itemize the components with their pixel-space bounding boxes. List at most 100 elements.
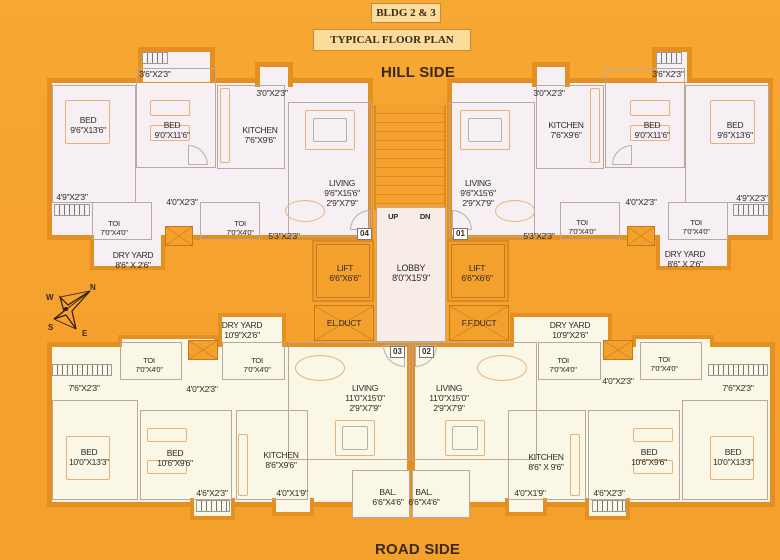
unit03-bed-2 xyxy=(140,410,232,500)
plan-title-box: TYPICAL FLOOR PLAN xyxy=(313,29,471,51)
unit01-balcony-side-rail xyxy=(733,204,769,216)
unit04-toi2-size: 7'0"X4'0" xyxy=(226,228,254,237)
unit01-dining-size: 2'9"X7'9" xyxy=(462,198,494,208)
unit04-living-name: LIVING xyxy=(328,178,356,188)
unit04-dining-size: 2'9"X7'9" xyxy=(326,198,358,208)
unit03-bed2-name: BED xyxy=(166,448,184,458)
unit03-shaft xyxy=(188,340,218,360)
unit02-toi1-name: TOI xyxy=(557,356,569,365)
lobby-size: 8'0"X15'9" xyxy=(392,273,430,283)
unit04-number: 04 xyxy=(357,228,372,240)
lift-left xyxy=(312,240,374,302)
unit03-dining-size: 2'9"X7'9" xyxy=(349,403,381,413)
unit01-number: 01 xyxy=(453,228,468,240)
stairs-up-label: UP xyxy=(388,212,398,221)
unit02-balcony-bottom-rail xyxy=(592,500,626,512)
unit03-living-size: 11'0"X15'0" xyxy=(345,393,385,403)
unit02-bed-master-name: BED xyxy=(724,447,742,457)
unit03-kitchen-util-size: 4'0"X1'9" xyxy=(276,488,308,498)
unit01-kitchen-size: 7'6"X9'6" xyxy=(550,130,582,140)
unit02-dry-yard-size: 10'9"X2'6" xyxy=(552,330,588,340)
unit03-living-name: LIVING xyxy=(351,383,379,393)
unit01-toi-1 xyxy=(560,202,620,240)
compass-w: W xyxy=(46,293,54,302)
unit01-living-util-size: 5'3"X2'3" xyxy=(523,231,555,241)
unit02-dry-yard-name: DRY YARD xyxy=(549,320,591,330)
unit02-kitchen-name: KITCHEN xyxy=(528,452,564,462)
unit04-bed-master-name: BED xyxy=(79,115,97,125)
unit03-balcony-bottom-rail xyxy=(196,500,230,512)
unit01-bed-master-size: 9'6"X13'6" xyxy=(717,130,753,140)
ff-duct-label: F.F.DUCT xyxy=(461,318,497,328)
unit03-bed-master-size: 10'0"X13'3" xyxy=(68,457,110,467)
unit04-kitchen-name: KITCHEN xyxy=(242,125,278,135)
unit04-dry-yard-name: DRY YARD xyxy=(112,250,154,260)
lift-right-name: LIFT xyxy=(468,263,486,273)
unit01-toi2-name: TOI xyxy=(690,218,702,227)
unit02-bal-name: BAL. xyxy=(415,487,433,497)
unit04-living-util-size: 5'3"X2'3" xyxy=(268,231,300,241)
unit01-kitchen-util-size: 3'0"X2'3" xyxy=(533,88,565,98)
unit02-kitchen-util-size: 4'0"X1'9" xyxy=(514,488,546,498)
unit02-bed-2 xyxy=(588,410,680,500)
unit04-toi1-name: TOI xyxy=(108,219,120,228)
unit01-toi2-size: 7'0"X4'0" xyxy=(682,227,710,236)
unit02-toi-1 xyxy=(538,342,601,380)
unit01-dry-yard-size: 8'6" X 2'6" xyxy=(667,259,703,269)
lift-right-size: 6'6"X6'6" xyxy=(461,273,493,283)
unit02-bed2-size: 10'6"X9'6" xyxy=(631,457,667,467)
unit02-kitchen xyxy=(508,410,586,500)
unit03-balcony-side-size: 7'6"X2'3" xyxy=(68,383,100,393)
unit04-dry-yard-size: 8'6" X 2'6" xyxy=(115,260,151,270)
unit03-number: 03 xyxy=(390,346,405,358)
lobby-name: LOBBY xyxy=(396,263,426,273)
unit02-passage-size: 4'0"X2'3" xyxy=(602,376,634,386)
plan-title: TYPICAL FLOOR PLAN xyxy=(330,34,454,46)
road-side-label: ROAD SIDE xyxy=(375,541,461,558)
unit04-shaft xyxy=(165,226,193,246)
unit03-kitchen-size: 8'6"X9'6" xyxy=(265,460,297,470)
unit03-bed-master xyxy=(52,400,138,500)
unit02-living-size: 11'0"X15'0" xyxy=(429,393,469,403)
unit04-passage-size: 4'0"X2'3" xyxy=(166,197,198,207)
unit04-living-size: 9'6"X15'6" xyxy=(324,188,360,198)
el-duct-label: EL.DUCT xyxy=(326,318,362,328)
unit03-living xyxy=(288,342,410,460)
unit02-toi1-size: 7'0"X4'0" xyxy=(549,365,577,374)
unit04-balcony-top-size: 3'6"X2'3" xyxy=(139,69,171,79)
unit01-bed2-size: 9'0"X11'6" xyxy=(634,130,670,140)
unit02-living xyxy=(412,342,537,460)
unit02-number: 02 xyxy=(419,346,434,358)
unit02-toi2-size: 7'0"X4'0" xyxy=(650,364,678,373)
unit04-bed-master-size: 9'6"X13'6" xyxy=(70,125,106,135)
unit04-living xyxy=(288,102,372,237)
unit01-kitchen-name: KITCHEN xyxy=(548,120,584,130)
unit03-toi2-name: TOI xyxy=(251,356,263,365)
el-duct xyxy=(314,305,374,341)
unit04-bed2-size: 9'0"X11'6" xyxy=(154,130,190,140)
unit01-bed-master-name: BED xyxy=(726,120,744,130)
unit03-dry-yard-name: DRY YARD xyxy=(221,320,263,330)
unit04-toi1-size: 7'0"X4'0" xyxy=(100,228,128,237)
unit03-toi-2 xyxy=(222,342,285,380)
unit02-balcony xyxy=(412,470,470,518)
unit03-toi-1 xyxy=(120,342,182,380)
hill-side-label: HILL SIDE xyxy=(381,64,456,81)
unit01-shaft xyxy=(627,226,655,246)
compass-icon xyxy=(53,290,91,330)
unit01-toi1-name: TOI xyxy=(576,218,588,227)
unit04-balcony-top-rail xyxy=(142,52,168,64)
unit01-living xyxy=(449,102,535,237)
unit03-bal-size: 6'6"X4'6" xyxy=(372,497,404,507)
unit02-bed2-name: BED xyxy=(640,447,658,457)
compass-rose: N W S E xyxy=(42,283,102,338)
lobby xyxy=(376,207,446,342)
unit04-toi-2 xyxy=(200,202,260,240)
unit03-passage-size: 4'0"X2'3" xyxy=(186,384,218,394)
unit03-toi1-name: TOI xyxy=(143,356,155,365)
unit03-dry-yard-size: 10'9"X2'6" xyxy=(224,330,260,340)
unit03-toi1-size: 7'0"X4'0" xyxy=(135,365,163,374)
compass-n: N xyxy=(90,283,96,292)
unit04-toi-1 xyxy=(92,202,152,240)
unit04-kitchen-util-size: 3'0"X2'3" xyxy=(256,88,288,98)
